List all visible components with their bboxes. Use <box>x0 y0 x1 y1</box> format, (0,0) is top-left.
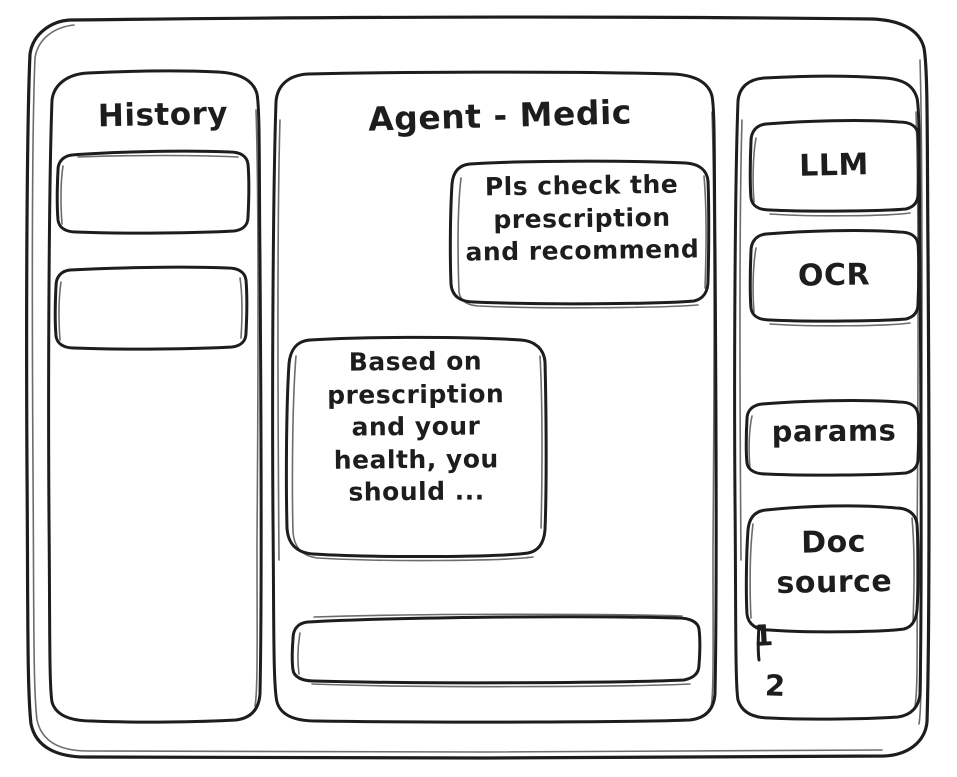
user-message-text: Pls check the prescription and recommend <box>465 169 700 267</box>
llm-button-shape[interactable] <box>748 119 921 217</box>
llm-button-label[interactable]: LLM <box>798 147 870 184</box>
ocr-button-label[interactable]: OCR <box>797 257 871 294</box>
doc-source-label[interactable]: Doc source <box>776 524 893 602</box>
main-panel <box>271 70 718 724</box>
sidebar-panel <box>47 69 263 724</box>
doc-source-index-1[interactable]: 1 <box>752 617 775 654</box>
assistant-message-text: Based on prescription and your health, y… <box>326 346 505 507</box>
user-message-bubble <box>448 159 711 309</box>
history-item-2-shape[interactable] <box>53 265 249 351</box>
doc-index-tick-1 <box>756 624 761 662</box>
assistant-message-bubble <box>284 335 548 562</box>
params-button-shape[interactable] <box>744 399 921 477</box>
ocr-button-shape[interactable] <box>748 229 921 327</box>
doc-source-index-2[interactable]: 2 <box>764 668 787 704</box>
history-item-1-shape[interactable] <box>55 149 251 235</box>
sidebar-title: History <box>97 95 229 135</box>
doc-source-box-shape[interactable] <box>744 504 920 634</box>
params-button-label[interactable]: params <box>771 413 897 449</box>
composer-input-shape[interactable] <box>290 613 702 688</box>
